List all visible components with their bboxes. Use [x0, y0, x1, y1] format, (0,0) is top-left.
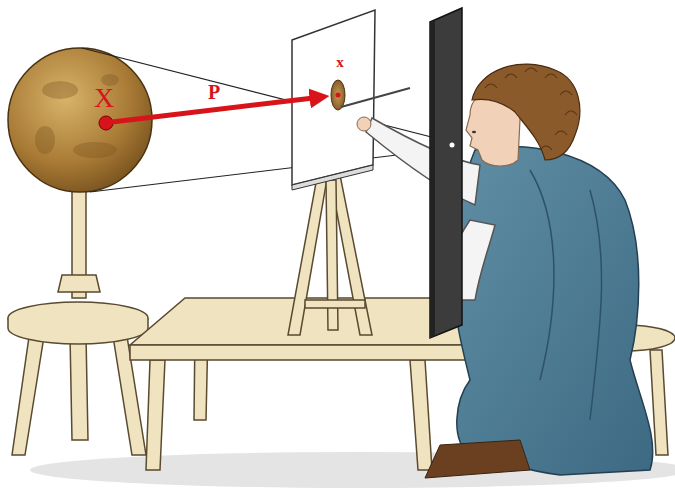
point-label: X — [94, 84, 114, 112]
sight-line — [82, 48, 455, 143]
eye — [472, 131, 476, 133]
table-leg — [410, 360, 432, 470]
image-point — [336, 93, 341, 98]
stand-collar — [58, 275, 100, 292]
stool-leg — [650, 350, 668, 455]
table-edge — [130, 345, 490, 360]
artist — [341, 88, 653, 478]
sleeve — [366, 118, 480, 205]
brush — [341, 88, 410, 107]
hand — [357, 117, 371, 131]
stand-leg — [12, 330, 45, 455]
easel-brace — [305, 300, 365, 308]
hair — [472, 64, 580, 160]
canvas-edge — [292, 165, 373, 190]
artist-head — [466, 64, 580, 166]
shoe — [425, 440, 530, 478]
table-leg — [146, 360, 165, 470]
sphere-texture — [35, 74, 119, 158]
sphere-stand — [8, 188, 148, 455]
image-point-label: x — [336, 55, 344, 70]
robe-fold — [530, 170, 602, 420]
sighting-board — [430, 8, 462, 338]
stand-top-edge — [8, 318, 148, 344]
stand-leg — [70, 335, 88, 440]
object-point — [99, 116, 113, 130]
sighting-board-edge — [430, 20, 435, 338]
projection-label: P — [208, 82, 220, 102]
robe — [454, 147, 653, 475]
peephole — [450, 143, 455, 148]
hair-curls — [485, 68, 577, 150]
